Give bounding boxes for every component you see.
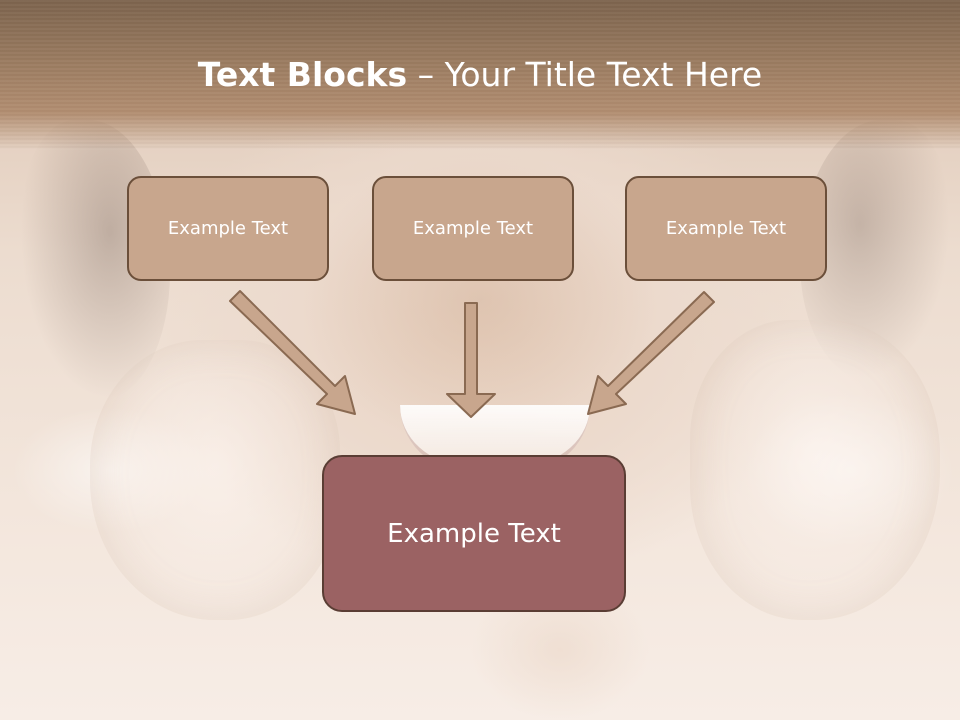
photo-fist-right [690, 320, 940, 620]
text-block-3[interactable]: Example Text [625, 176, 827, 281]
text-block-2-label: Example Text [412, 218, 534, 239]
title-band [0, 0, 960, 150]
title-separator: – [407, 55, 445, 94]
result-block[interactable]: Example Text [322, 455, 626, 612]
result-block-label: Example Text [387, 518, 561, 549]
text-block-1[interactable]: Example Text [127, 176, 329, 281]
title-rest: Your Title Text Here [444, 55, 763, 94]
slide-title[interactable]: Text Blocks – Your Title Text Here [0, 52, 960, 98]
photo-fist-left [90, 340, 340, 620]
title-bold-part: Text Blocks [197, 55, 408, 94]
text-block-1-label: Example Text [167, 218, 289, 239]
text-block-3-label: Example Text [665, 218, 787, 239]
text-block-2[interactable]: Example Text [372, 176, 574, 281]
